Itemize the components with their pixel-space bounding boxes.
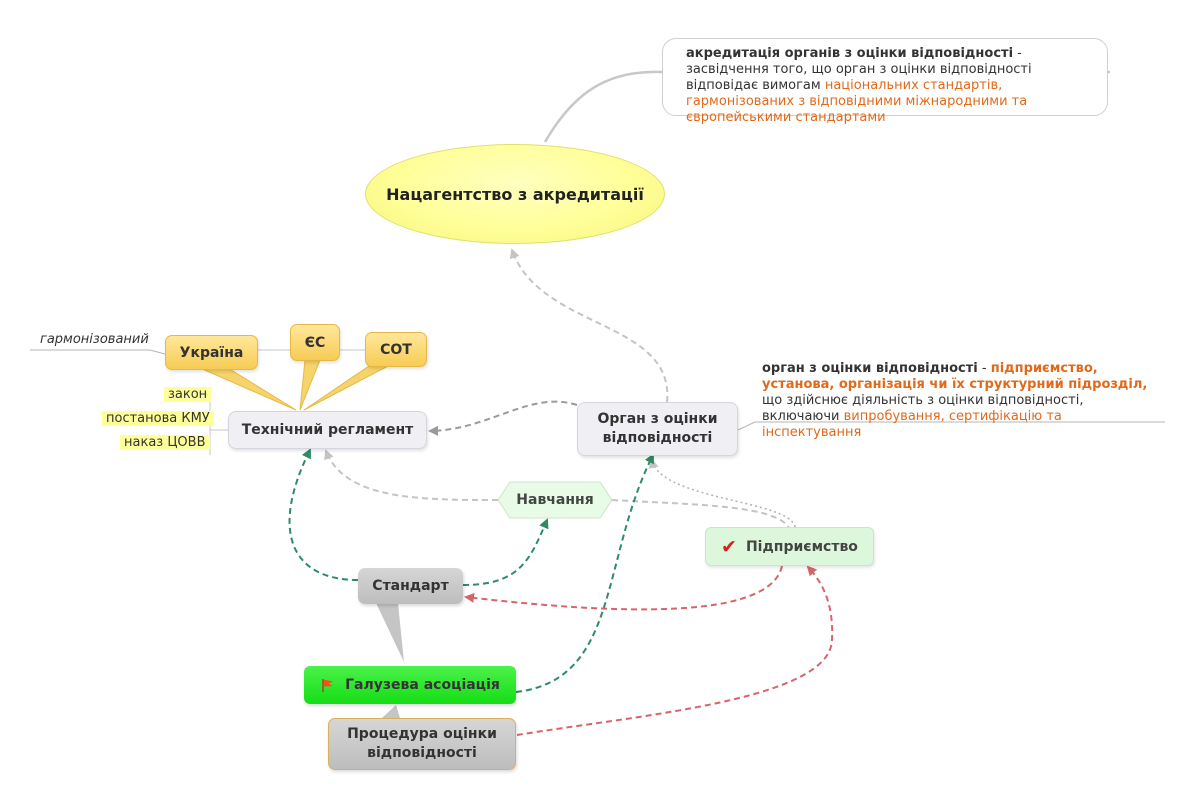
cab-definition-note: орган з оцінки відповідності - підприємс… [762,361,1162,441]
training-to-techreg-arrow [324,449,499,501]
accreditation-sep: - [1013,46,1022,61]
accreditation-note-connector [543,70,1110,143]
accreditation-text: засвідчення того, що орган з оцінки відп… [686,62,1032,93]
callout-eu[interactable]: ЄС [290,324,340,361]
node-standard-label: Стандарт [372,578,449,594]
node-enterprise-label: Підприємство [745,538,858,555]
callout-ukraine[interactable]: Україна [165,335,258,370]
label-cmu-resolution: постанова КМУ [102,411,214,426]
accreditation-term: акредитація органів з оцінки відповіднос… [686,46,1014,61]
node-industry-association-label: Галузева асоціація [345,677,500,693]
cab-term: орган з оцінки відповідності [762,361,978,376]
procedure-to-enterprise-arrow [516,565,834,736]
training-to-enterprise-line [611,499,791,531]
node-tech-regulation-label: Технічний регламент [241,422,414,438]
cot-callout-tail [303,363,393,411]
cab-note-connector [737,421,1165,431]
node-assessment-procedure-label: Процедура оцінки відповідності [347,726,497,761]
enterprise-to-standard-arrow [464,565,783,611]
node-conformity-body[interactable]: Орган з оцінки відповідності [577,402,738,456]
central-topic-agency[interactable]: Нацагентство з акредитації [365,144,665,244]
standard-to-training-arrow [462,518,549,586]
accreditation-note: акредитація органів з оцінки відповіднос… [662,38,1108,125]
procedure-callout-tail [382,705,400,718]
ukraine-callout-tail [199,367,297,411]
node-training[interactable]: Навчання [498,482,612,518]
node-tech-regulation[interactable]: Технічний регламент [228,411,427,449]
cab-highlight-1: підприємство, установа, організація чи ї… [762,361,1148,392]
labels-bracket [209,402,228,455]
harmonized-label: гармонізований [40,332,149,347]
callout-ukraine-label: Україна [179,344,244,361]
node-assessment-procedure[interactable]: Процедура оцінки відповідності [328,718,516,770]
cab-highlight-2: випробування, сертифікацію та інспектува… [762,409,1062,440]
node-industry-association[interactable]: Галузева асоціація [304,666,516,704]
training-node-shape [497,481,613,519]
cab-sep: - [977,361,991,376]
standard-to-techreg-arrow [288,448,359,581]
flag-icon [322,679,334,692]
node-conformity-body-label: Орган з оцінки відповідності [597,411,718,446]
node-enterprise[interactable]: ✔ Підприємство [705,527,874,566]
node-training-label: Навчання [516,492,594,508]
central-topic-label: Нацагентство з акредитації [386,184,644,204]
association-to-cab-arrow [515,453,654,693]
label-law: закон [164,387,212,402]
cab-text: що здійснює діяльність з оцінки відповід… [762,393,1084,424]
callout-cot-label: СОТ [380,341,412,358]
cab-to-techreg-arrow [428,400,578,436]
cab-to-agency-arrow [509,248,669,403]
label-ceb-order: наказ ЦОВВ [120,435,210,450]
harmonized-connector [30,349,166,355]
checkmark-icon: ✔ [721,535,737,558]
callout-eu-label: ЄС [304,334,326,351]
node-standard[interactable]: Стандарт [358,568,463,604]
callout-cot[interactable]: СОТ [365,332,427,367]
standard-callout-tail [376,603,404,662]
enterprise-to-cab-dotted [648,458,796,528]
accreditation-highlight: національних стандартів, гармонізованих … [686,78,1028,125]
